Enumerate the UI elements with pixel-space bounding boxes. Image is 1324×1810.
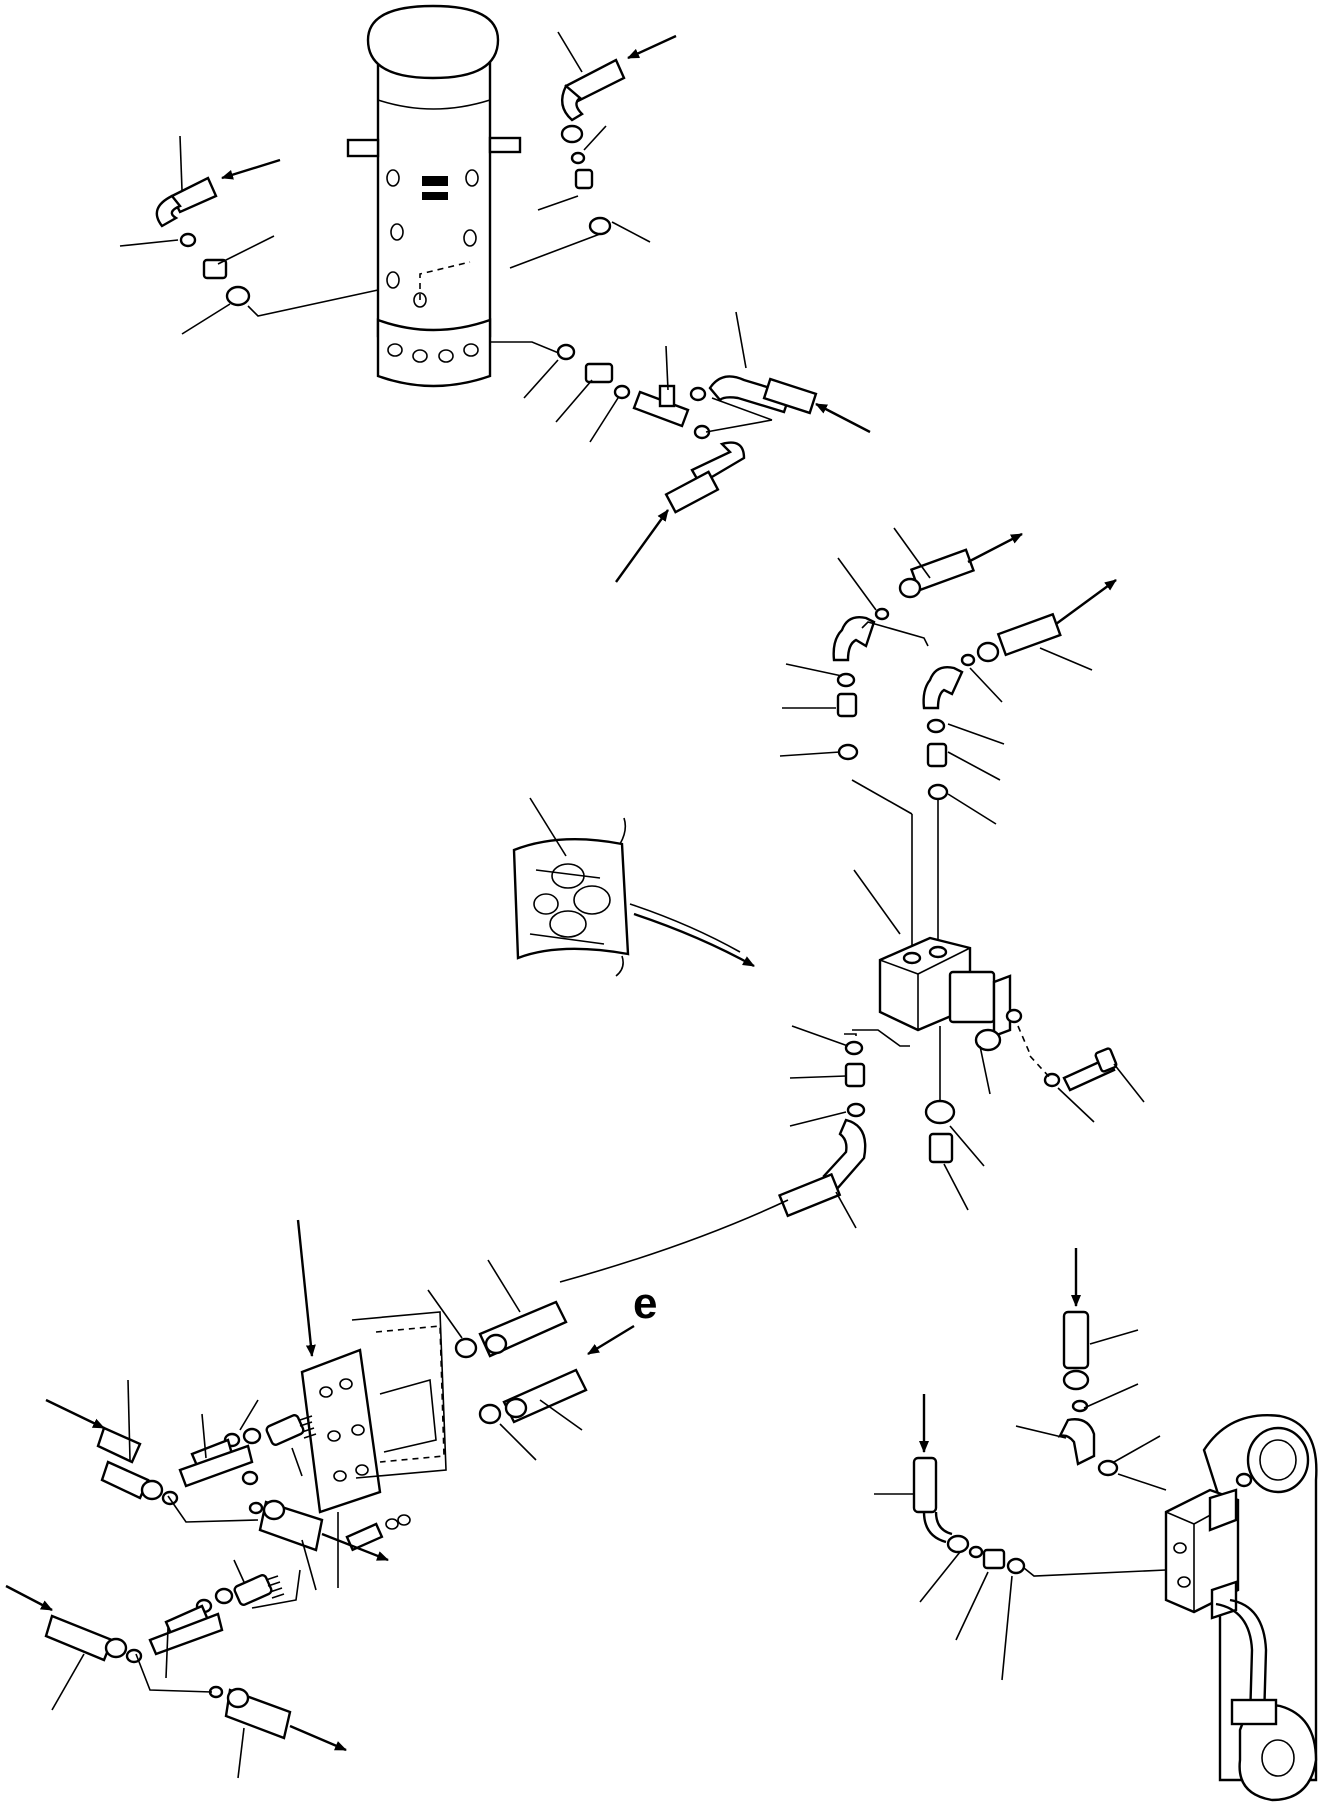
cylinder-fittings <box>874 1248 1167 1681</box>
o-ring-kit <box>512 797 755 977</box>
detail-marker-label: e <box>633 1279 658 1328</box>
valve-lower-fittings <box>559 1025 1145 1283</box>
swivel-upper-right-fittings <box>509 31 677 269</box>
valve-upper-fittings <box>779 527 1117 950</box>
bulkhead-lower-fittings <box>5 1559 347 1779</box>
hydraulic-cylinder <box>1164 1414 1318 1802</box>
bulkhead-left-fittings <box>45 1379 389 1591</box>
swivel-tee-assembly <box>490 311 871 583</box>
bulkhead-right-fittings <box>427 1259 635 1461</box>
swivel-left-fittings <box>119 135 379 335</box>
swivel-joint <box>346 4 522 388</box>
bulkhead-plate <box>296 1219 447 1552</box>
solenoid-valve <box>853 869 1031 1095</box>
